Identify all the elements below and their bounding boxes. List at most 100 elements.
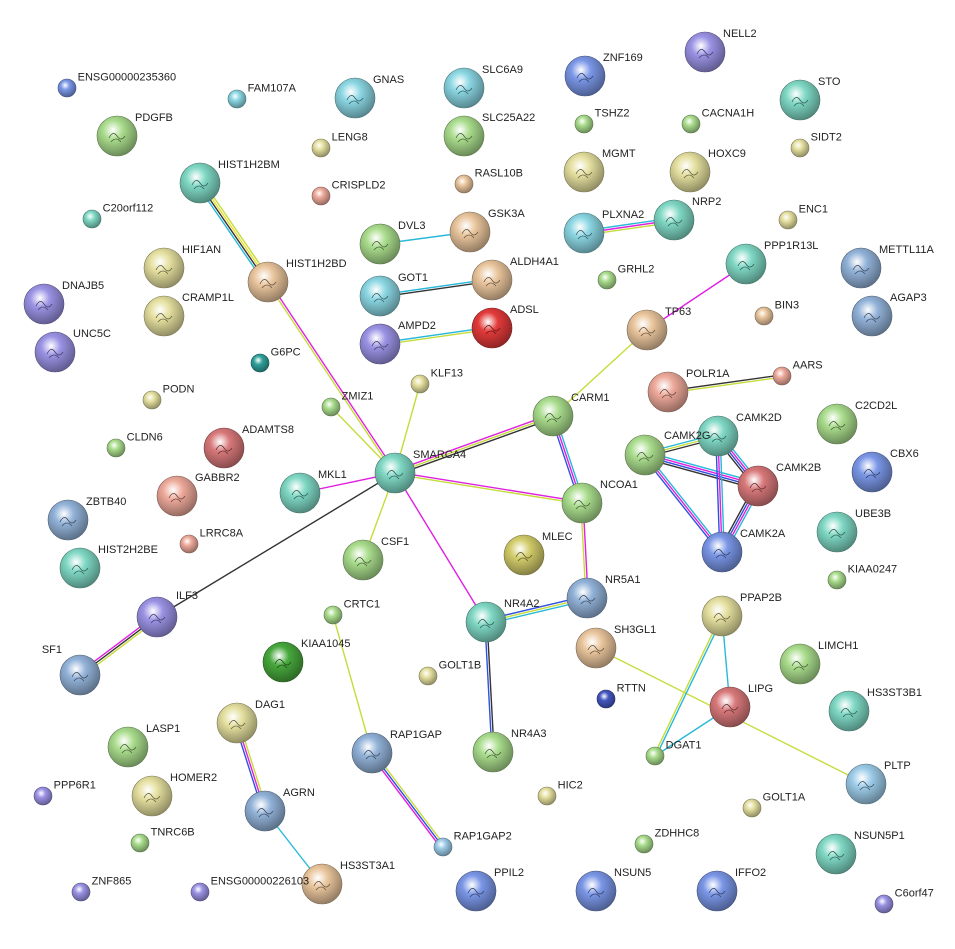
node-gnas[interactable]: GNAS xyxy=(334,74,404,119)
protein-node-icon[interactable] xyxy=(754,306,774,326)
protein-node-icon[interactable] xyxy=(57,78,77,98)
node-hs3st3b1[interactable]: HS3ST3B1 xyxy=(828,687,922,732)
node-tp63[interactable]: TP63 xyxy=(626,306,691,351)
edge-NR4A2-NR4A3[interactable] xyxy=(484,621,495,753)
node-dag1[interactable]: DAG1 xyxy=(216,699,285,744)
node-leng8[interactable]: LENG8 xyxy=(311,131,368,158)
protein-node-icon[interactable] xyxy=(596,689,616,709)
node-c20orf112[interactable]: C20orf112 xyxy=(82,202,153,229)
protein-node-icon[interactable] xyxy=(418,666,438,686)
node-ppil2[interactable]: PPIL2 xyxy=(455,867,524,912)
protein-node-icon[interactable] xyxy=(179,534,199,554)
edge-SMARCA4-ILF3[interactable] xyxy=(156,472,396,618)
node-hif1an[interactable]: HIF1AN xyxy=(143,244,221,289)
node-golt1a[interactable]: GOLT1A xyxy=(742,791,806,818)
node-carm1[interactable]: CARM1 xyxy=(532,392,610,437)
node-cldn6[interactable]: CLDN6 xyxy=(106,431,163,458)
node-hs3st3a1[interactable]: HS3ST3A1 xyxy=(301,860,395,905)
protein-node-icon[interactable] xyxy=(537,786,557,806)
node-fam107a[interactable]: FAM107A xyxy=(227,82,297,109)
node-homer2[interactable]: HOMER2 xyxy=(131,772,217,817)
node-lrrc8a[interactable]: LRRC8A xyxy=(179,527,244,554)
node-ensg00000226103[interactable]: ENSG00000226103 xyxy=(190,875,309,902)
edge-CRTC1-RAP1GAP[interactable] xyxy=(332,614,373,754)
node-ilf3[interactable]: ILF3 xyxy=(136,590,198,638)
node-hist1h2bd[interactable]: HIST1H2BD xyxy=(247,258,347,303)
node-nsun5p1[interactable]: NSUN5P1 xyxy=(815,830,905,875)
protein-node-icon[interactable] xyxy=(597,270,617,290)
node-bin3[interactable]: BIN3 xyxy=(754,299,799,326)
node-dnajb5[interactable]: DNAJB5 xyxy=(23,280,104,325)
node-nsun5[interactable]: NSUN5 xyxy=(575,867,651,912)
node-grhl2[interactable]: GRHL2 xyxy=(597,263,654,290)
protein-node-icon[interactable] xyxy=(311,138,331,158)
edge-SMARCA4-CARM1[interactable] xyxy=(394,413,554,476)
node-lasp1[interactable]: LASP1 xyxy=(107,723,180,768)
node-hist2h2be[interactable]: HIST2H2BE xyxy=(59,544,158,589)
node-ppp6r1[interactable]: PPP6R1 xyxy=(33,779,96,806)
node-g6pc[interactable]: G6PC xyxy=(250,346,301,373)
edge-SMARCA4-NR4A2[interactable] xyxy=(394,472,487,623)
node-pltp[interactable]: PLTP xyxy=(845,760,911,805)
node-polr1a[interactable]: POLR1A xyxy=(647,368,730,413)
protein-node-icon[interactable] xyxy=(410,374,430,394)
protein-node-icon[interactable] xyxy=(71,882,91,902)
node-podn[interactable]: PODN xyxy=(142,383,194,410)
protein-node-icon[interactable] xyxy=(321,397,341,417)
node-camk2b[interactable]: CAMK2B xyxy=(737,462,821,507)
node-hic2[interactable]: HIC2 xyxy=(537,779,583,806)
node-rap1gap2[interactable]: RAP1GAP2 xyxy=(433,830,512,857)
protein-node-icon[interactable] xyxy=(433,837,453,857)
node-slc6a9[interactable]: SLC6A9 xyxy=(443,64,523,109)
node-dgat1[interactable]: DGAT1 xyxy=(645,739,702,766)
node-sf1[interactable]: SF1 xyxy=(42,644,101,696)
node-rttn[interactable]: RTTN xyxy=(596,682,646,709)
node-zdhhc8[interactable]: ZDHHC8 xyxy=(634,827,699,854)
node-cacna1h[interactable]: CACNA1H xyxy=(681,107,754,134)
node-crtc1[interactable]: CRTC1 xyxy=(323,598,380,625)
node-agrn[interactable]: AGRN xyxy=(244,787,315,832)
node-crispld2[interactable]: CRISPLD2 xyxy=(311,179,385,206)
node-c2cd2l[interactable]: C2CD2L xyxy=(816,400,897,445)
node-zmiz1[interactable]: ZMIZ1 xyxy=(321,390,373,417)
protein-node-icon[interactable] xyxy=(574,114,594,134)
node-cbx6[interactable]: CBX6 xyxy=(851,448,919,493)
node-nell2[interactable]: NELL2 xyxy=(684,28,757,73)
node-ampd2[interactable]: AMPD2 xyxy=(359,320,436,365)
protein-node-icon[interactable] xyxy=(250,353,270,373)
node-kiaa1045[interactable]: KIAA1045 xyxy=(262,638,351,683)
node-limch1[interactable]: LIMCH1 xyxy=(779,640,858,685)
node-nr5a1[interactable]: NR5A1 xyxy=(566,574,640,619)
protein-node-icon[interactable] xyxy=(454,174,474,194)
edge-PPAP2B-DGAT1[interactable] xyxy=(653,615,724,757)
node-ppap2b[interactable]: PPAP2B xyxy=(701,592,782,637)
edge-HIST1H2BD-SMARCA4[interactable] xyxy=(266,281,397,474)
node-camk2g[interactable]: CAMK2G xyxy=(624,430,710,476)
protein-node-icon[interactable] xyxy=(190,882,210,902)
node-rasl10b[interactable]: RASL10B xyxy=(454,167,523,194)
node-nr4a2[interactable]: NR4A2 xyxy=(465,598,539,643)
protein-node-icon[interactable] xyxy=(645,746,665,766)
protein-node-icon[interactable] xyxy=(874,894,894,914)
node-lipg[interactable]: LIPG xyxy=(709,683,773,728)
node-golt1b[interactable]: GOLT1B xyxy=(418,659,481,686)
protein-node-icon[interactable] xyxy=(82,209,102,229)
protein-node-icon[interactable] xyxy=(634,834,654,854)
node-camk2d[interactable]: CAMK2D xyxy=(697,412,782,457)
protein-node-icon[interactable] xyxy=(827,570,847,590)
node-sidt2[interactable]: SIDT2 xyxy=(790,131,842,158)
node-tshz2[interactable]: TSHZ2 xyxy=(574,107,629,134)
protein-node-icon[interactable] xyxy=(142,390,162,410)
node-cramp1l[interactable]: CRAMP1L xyxy=(143,292,234,337)
node-camk2a[interactable]: CAMK2A xyxy=(701,528,786,573)
node-dvl3[interactable]: DVL3 xyxy=(359,220,426,265)
node-smarca4[interactable]: SMARCA4 xyxy=(374,449,466,494)
node-nrp2[interactable]: NRP2 xyxy=(653,196,721,241)
node-klf13[interactable]: KLF13 xyxy=(410,367,463,394)
protein-node-icon[interactable] xyxy=(33,786,53,806)
protein-node-icon[interactable] xyxy=(227,89,247,109)
node-aars[interactable]: AARS xyxy=(772,359,823,386)
node-csf1[interactable]: CSF1 xyxy=(342,536,409,581)
protein-node-icon[interactable] xyxy=(742,798,762,818)
protein-node-icon[interactable] xyxy=(323,605,343,625)
